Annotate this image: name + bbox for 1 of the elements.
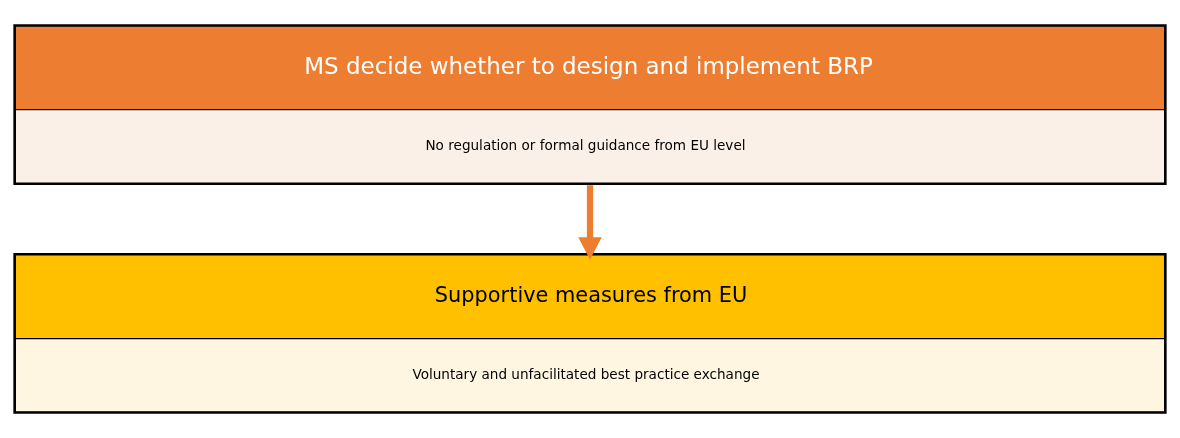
arrow (578, 185, 602, 260)
